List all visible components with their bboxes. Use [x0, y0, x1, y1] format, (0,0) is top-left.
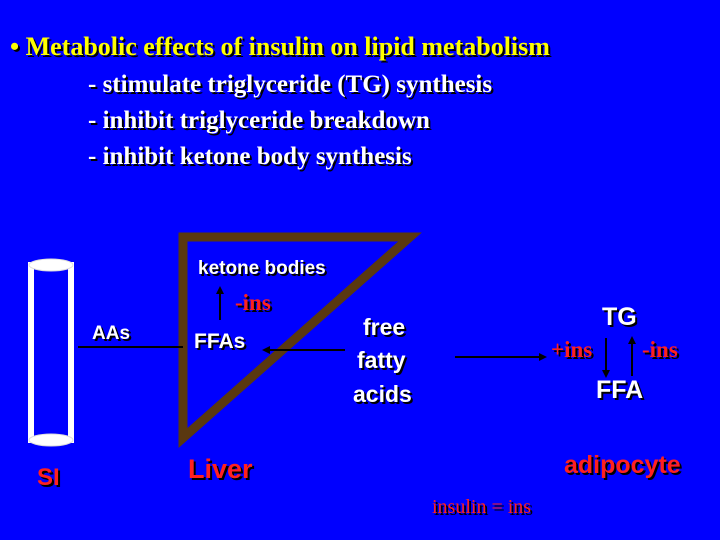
aas-label: AAs	[92, 323, 130, 345]
insulin-legend: insulin = ins	[432, 496, 531, 519]
plus-ins-label: +ins	[551, 337, 592, 363]
ffa-label: FFA	[596, 376, 643, 405]
acids-label: acids	[353, 381, 412, 408]
minus-ins-adipocyte-label: -ins	[642, 337, 678, 363]
free-label: free	[363, 314, 405, 341]
tg-label: TG	[602, 303, 637, 332]
fatty-label: fatty	[357, 347, 406, 374]
small-intestine-tube	[29, 259, 73, 446]
ketone-bodies-label: ketone bodies	[198, 258, 326, 280]
liver-label: Liver	[188, 454, 253, 485]
adipocyte-label: adipocyte	[564, 451, 681, 480]
minus-ins-liver-label: -ins	[235, 290, 271, 316]
si-label: SI	[37, 464, 60, 492]
ffas-label: FFAs	[194, 330, 245, 354]
